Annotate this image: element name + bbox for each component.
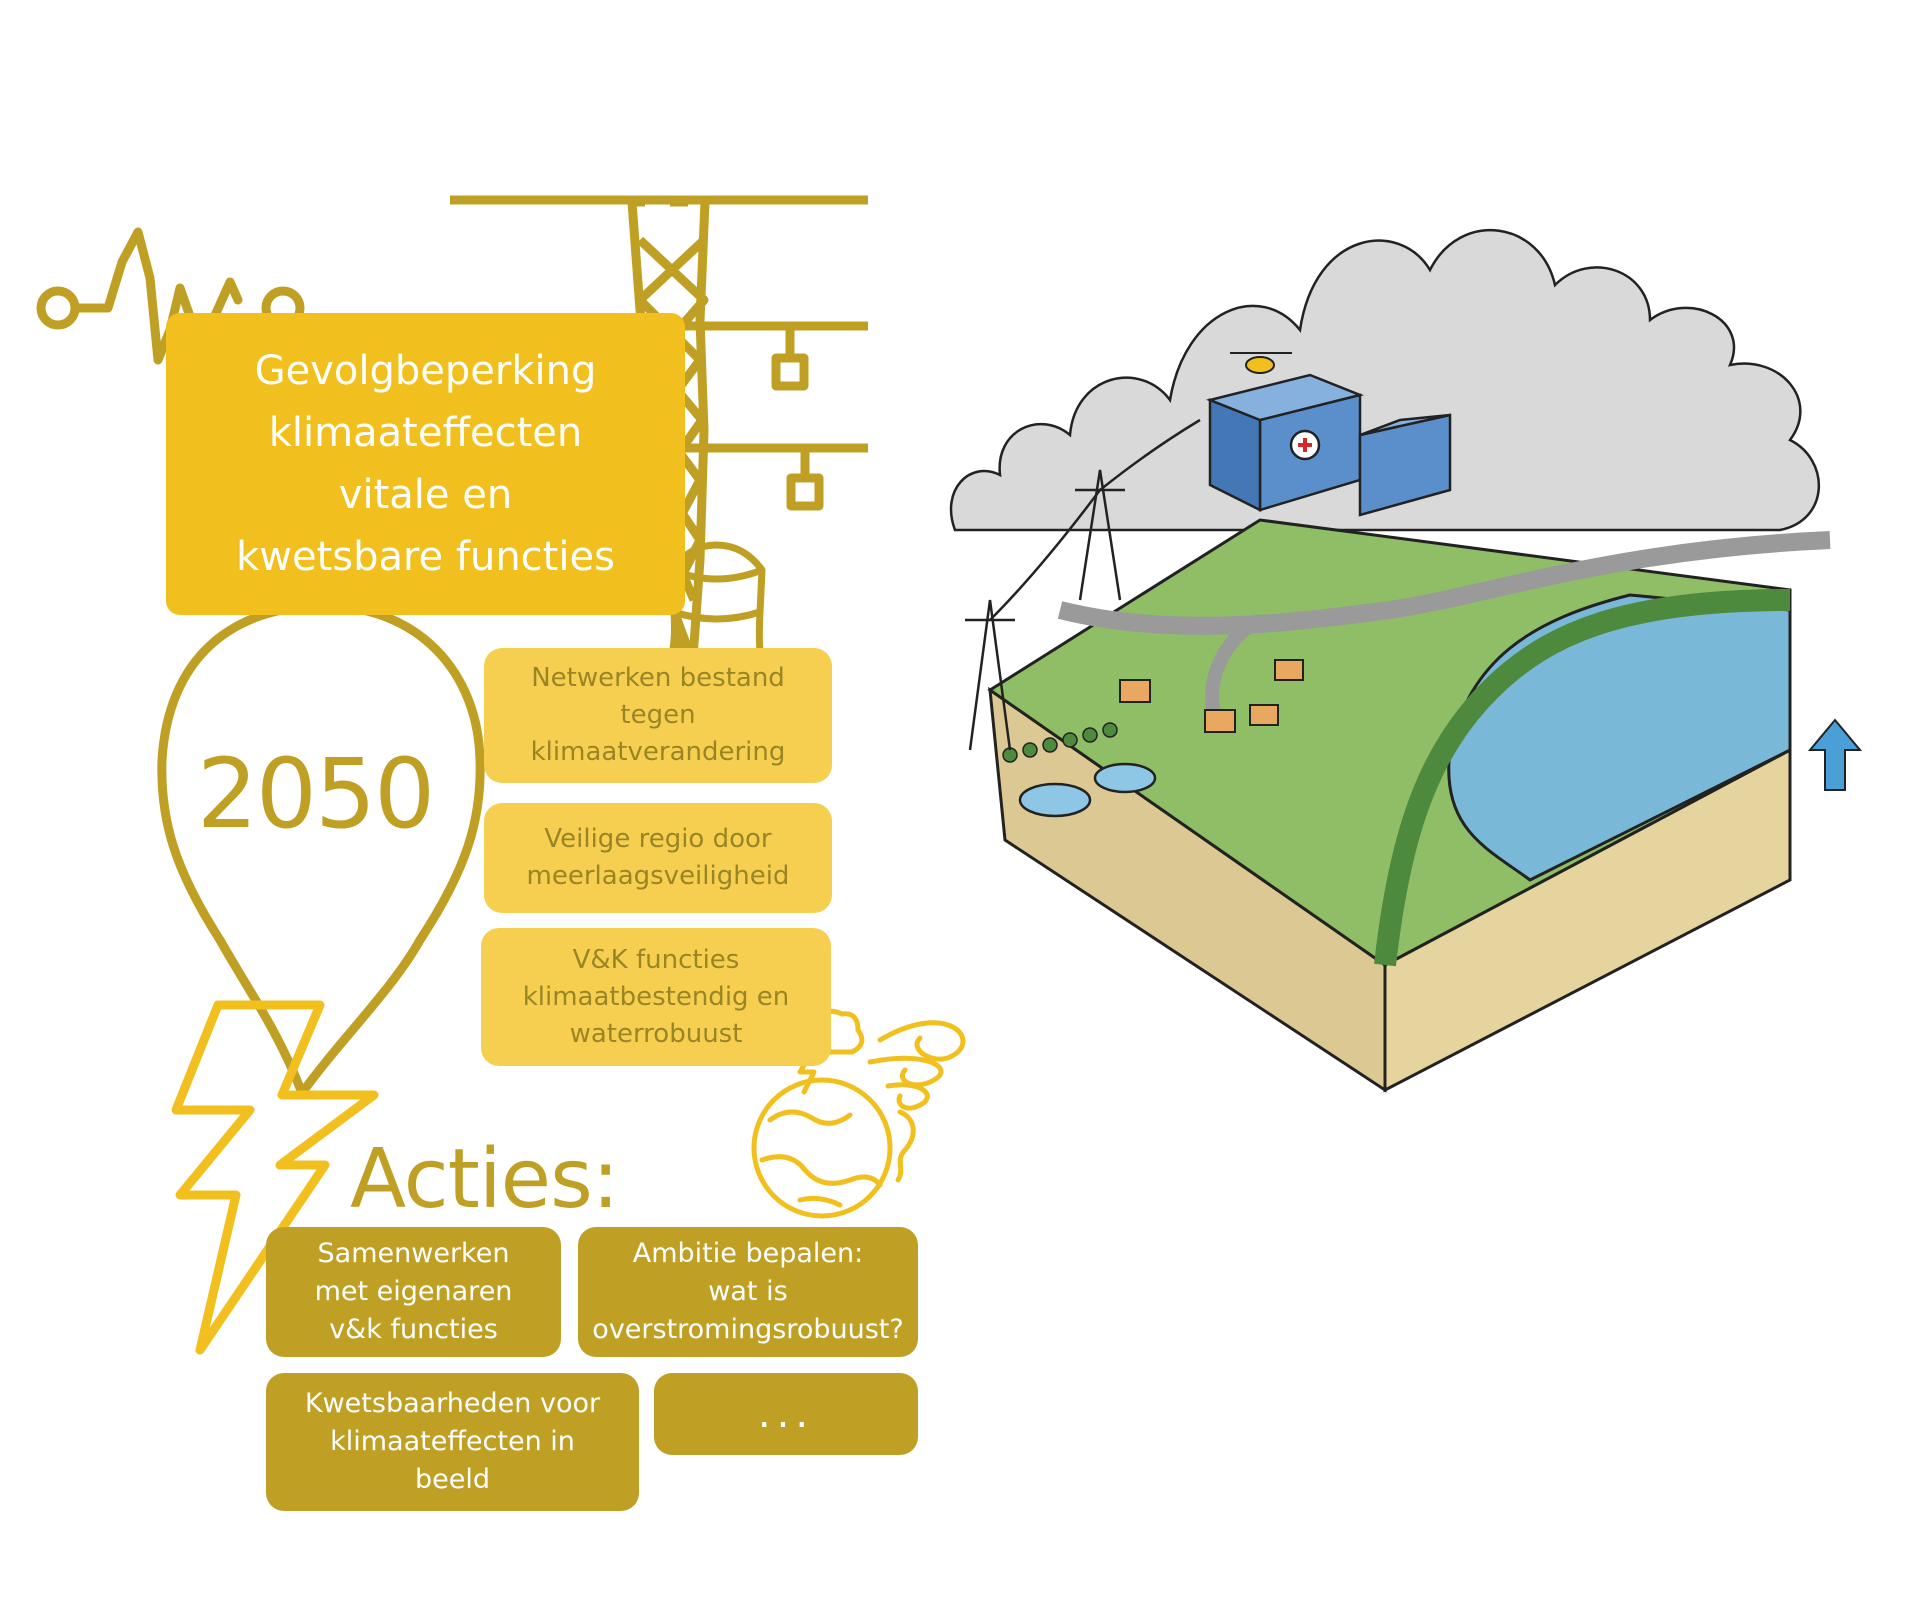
action-box-more: ... bbox=[654, 1373, 918, 1455]
target-year: 2050 bbox=[196, 738, 435, 850]
goal-box-vk-functions: V&K functies klimaatbestendig en waterro… bbox=[481, 928, 831, 1066]
goal-box-safe-region: Veilige regio door meerlaagsveiligheid bbox=[484, 803, 832, 913]
houses bbox=[1119, 659, 1304, 733]
helicopter-icon bbox=[1230, 352, 1292, 374]
storm-globe-icon bbox=[751, 1008, 966, 1219]
action-box-vulnerabilities: Kwetsbaarheden voor klimaateffecten in b… bbox=[266, 1373, 639, 1511]
cloud-shape bbox=[949, 228, 1821, 532]
action-box-ambition: Ambitie bepalen: wat is overstromingsrob… bbox=[578, 1227, 918, 1357]
hospital-building bbox=[1205, 373, 1452, 517]
dike bbox=[1374, 589, 1791, 967]
rising-water-arrow bbox=[1807, 718, 1863, 791]
action-box-collaborate: Samenwerken met eigenaren v&k functies bbox=[266, 1227, 561, 1357]
lightning-bolt-icon bbox=[171, 1000, 379, 1355]
tree-row bbox=[1002, 722, 1118, 763]
actions-heading: Acties: bbox=[350, 1132, 619, 1227]
power-lines bbox=[965, 418, 1201, 751]
road bbox=[1057, 531, 1831, 635]
water-treatment-basins bbox=[1018, 762, 1157, 818]
climate-landscape-illustration bbox=[949, 228, 1863, 1093]
goal-box-networks: Netwerken bestand tegen klimaatveranderi… bbox=[484, 648, 832, 783]
title-box: Gevolgbeperking klimaateffecten vitale e… bbox=[166, 313, 685, 615]
